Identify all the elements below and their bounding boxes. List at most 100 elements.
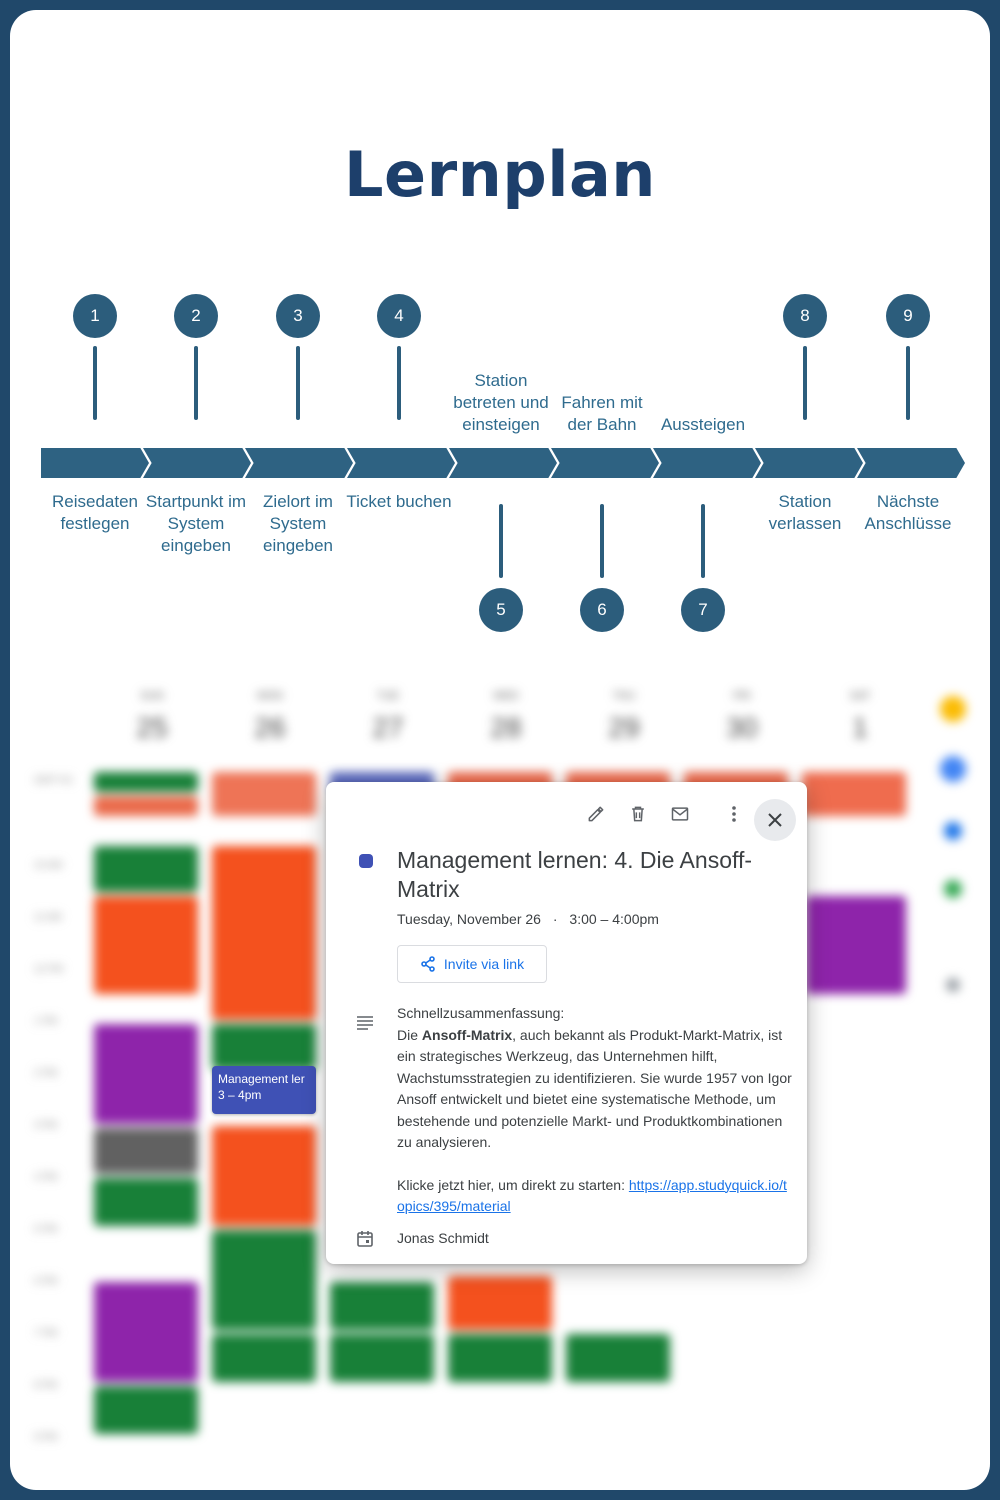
event-block[interactable] bbox=[330, 1334, 434, 1382]
timeline-arrow-8 bbox=[755, 448, 863, 478]
event-block[interactable] bbox=[212, 1126, 316, 1226]
step-number-5: 5 bbox=[479, 588, 523, 632]
timeline-arrow-1 bbox=[41, 448, 149, 478]
invite-via-link-button[interactable]: Invite via link bbox=[397, 945, 547, 983]
event-block[interactable] bbox=[94, 846, 198, 892]
event-block[interactable] bbox=[448, 1276, 552, 1330]
step-number-1: 1 bbox=[73, 294, 117, 338]
event-chip[interactable] bbox=[802, 772, 906, 816]
day-number: 29 bbox=[608, 712, 640, 743]
close-button[interactable] bbox=[754, 799, 796, 841]
description-icon bbox=[356, 1016, 374, 1035]
event-block[interactable] bbox=[94, 1128, 198, 1174]
event-block[interactable] bbox=[94, 896, 198, 994]
hour-label: 3 PM bbox=[34, 1120, 58, 1131]
day-header-mon[interactable]: MON 26 bbox=[235, 690, 305, 744]
step-label-5-text: Station betreten und einsteigen bbox=[453, 371, 549, 434]
edit-icon[interactable] bbox=[581, 799, 611, 829]
day-number: 1 bbox=[852, 712, 868, 743]
event-block[interactable] bbox=[94, 1282, 198, 1382]
step-number-4: 4 bbox=[377, 294, 421, 338]
step-number-7: 7 bbox=[681, 588, 725, 632]
step-connector-7 bbox=[701, 504, 705, 578]
step-label-6-text: Fahren mit der Bahn bbox=[561, 393, 643, 434]
event-block[interactable] bbox=[448, 1334, 552, 1382]
day-name: WED bbox=[493, 690, 519, 702]
process-timeline: 1 Reisedaten festlegen 2 Startpunkt im S… bbox=[10, 10, 990, 650]
step-label-5: Station betreten und einsteigen bbox=[446, 346, 556, 436]
step-label-2: Startpunkt im System eingeben bbox=[145, 492, 247, 555]
event-block[interactable] bbox=[212, 1024, 316, 1070]
event-block[interactable] bbox=[212, 1334, 316, 1382]
hour-label: 10 AM bbox=[34, 860, 63, 871]
event-chip[interactable] bbox=[94, 772, 198, 792]
step-label-1: Reisedaten festlegen bbox=[51, 492, 138, 533]
hour-label: 1 PM bbox=[34, 1016, 58, 1027]
hour-label: GMT+01 bbox=[34, 775, 74, 786]
cta-text: Klicke jetzt hier, um direkt zu starten: bbox=[397, 1176, 629, 1193]
call-to-action: Klicke jetzt hier, um direkt zu starten:… bbox=[397, 1175, 792, 1218]
timeline-arrow-7 bbox=[653, 448, 761, 478]
email-icon[interactable] bbox=[665, 799, 695, 829]
event-block[interactable] bbox=[94, 1178, 198, 1226]
event-time: 3:00 – 4:00pm bbox=[569, 911, 659, 927]
keep-icon[interactable] bbox=[940, 696, 966, 722]
event-block[interactable] bbox=[212, 846, 316, 1020]
day-name: THU bbox=[612, 690, 636, 702]
step-connector-9 bbox=[906, 346, 910, 420]
more-options-icon[interactable] bbox=[719, 799, 749, 829]
day-name: TUE bbox=[377, 690, 399, 702]
hour-label: 8 PM bbox=[34, 1380, 58, 1391]
add-icon[interactable] bbox=[946, 978, 960, 992]
hour-label: 4 PM bbox=[34, 1172, 58, 1183]
step-connector-4 bbox=[397, 346, 401, 420]
hour-label: 11 AM bbox=[34, 912, 62, 923]
step-label-4: Ticket buchen bbox=[346, 492, 452, 511]
day-header-thu[interactable]: THU 29 bbox=[589, 690, 659, 744]
event-date: Tuesday, November 26 bbox=[397, 911, 541, 927]
step-number-8: 8 bbox=[783, 294, 827, 338]
step-connector-2 bbox=[194, 346, 198, 420]
material-link[interactable]: https://app.studyquick.io/topics/395/mat… bbox=[397, 1176, 787, 1215]
card: Lernplan 1 Reisedaten festlegen 2 Startp… bbox=[10, 10, 990, 1490]
hour-label: 7 PM bbox=[34, 1328, 58, 1339]
description-text: , auch bekannt als Produkt-Markt-Matrix,… bbox=[397, 1026, 792, 1151]
step-number-3: 3 bbox=[276, 294, 320, 338]
event-block[interactable] bbox=[566, 1334, 670, 1382]
description-heading: Schnellzusammenfassung: bbox=[397, 1005, 565, 1021]
event-datetime: Tuesday, November 26 · 3:00 – 4:00pm bbox=[397, 911, 659, 927]
step-connector-5 bbox=[499, 504, 503, 578]
timeline-arrow-2 bbox=[143, 448, 251, 478]
event-block[interactable] bbox=[94, 1024, 198, 1124]
day-name: MON bbox=[257, 690, 283, 702]
contacts-icon[interactable] bbox=[944, 822, 962, 840]
step-label-3: Zielort im System eingeben bbox=[263, 492, 333, 555]
timeline-arrow-9 bbox=[857, 448, 965, 478]
maps-icon[interactable] bbox=[944, 880, 962, 898]
event-block[interactable] bbox=[212, 1230, 316, 1330]
event-block[interactable] bbox=[330, 1282, 434, 1330]
selected-event-chip[interactable]: Management ler 3 – 4pm bbox=[212, 1066, 316, 1114]
day-number: 25 bbox=[136, 712, 168, 743]
description-text: Die bbox=[397, 1026, 422, 1043]
event-detail-popup: Management lernen: 4. Die Ansoff-Matrix … bbox=[326, 782, 807, 1264]
event-chip[interactable] bbox=[212, 772, 316, 816]
event-block[interactable] bbox=[94, 1386, 198, 1434]
step-label-7-text: Aussteigen bbox=[660, 415, 746, 434]
event-chip[interactable] bbox=[94, 796, 198, 816]
day-number: 26 bbox=[254, 712, 286, 743]
event-block[interactable] bbox=[806, 896, 906, 994]
description-paragraph: Die Ansoff-Matrix, auch bekannt als Prod… bbox=[397, 1025, 792, 1154]
day-number: 30 bbox=[726, 712, 758, 743]
step-label-6: Fahren mit der Bahn bbox=[547, 346, 657, 436]
delete-icon[interactable] bbox=[623, 799, 653, 829]
hour-label: 6 PM bbox=[34, 1276, 58, 1287]
tasks-icon[interactable] bbox=[940, 756, 966, 782]
invite-label: Invite via link bbox=[443, 956, 525, 972]
